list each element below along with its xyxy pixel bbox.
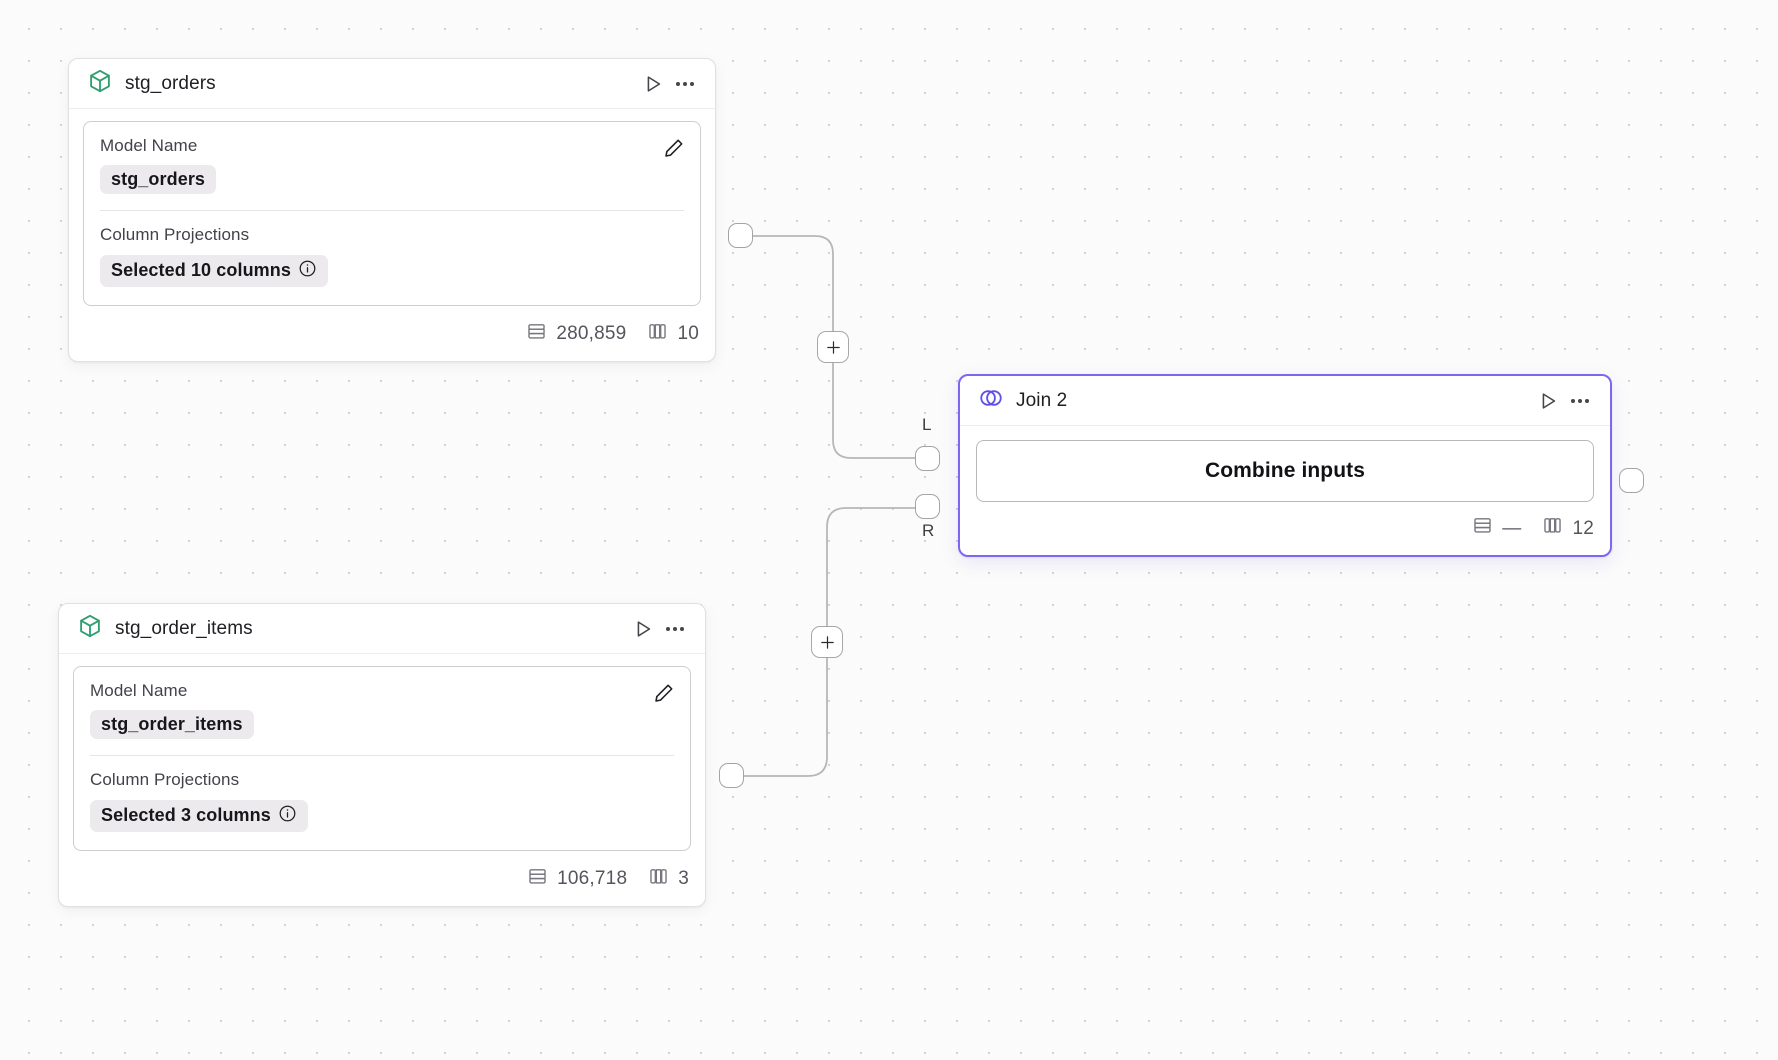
combine-inputs-label: Combine inputs	[1204, 459, 1366, 482]
more-options-icon[interactable]	[671, 70, 699, 98]
columns-icon	[647, 321, 668, 348]
node-header: stg_order_items	[59, 604, 705, 654]
row-count-value: —	[1502, 517, 1522, 539]
node-header: Join 2	[960, 376, 1610, 426]
node-stg-order-items[interactable]: stg_order_items Model Name s	[58, 603, 706, 907]
chip-text: Selected 3 columns	[101, 805, 271, 826]
run-icon[interactable]	[629, 615, 657, 643]
node-header: stg_orders	[69, 59, 715, 109]
more-options-icon[interactable]	[661, 615, 689, 643]
model-name-label: Model Name	[90, 681, 188, 700]
model-config-card: Model Name stg_orders Column Projections…	[83, 121, 701, 306]
run-icon[interactable]	[1534, 387, 1562, 415]
node-footer: 106,718 3	[59, 857, 705, 906]
chip-text: stg_order_items	[101, 714, 243, 735]
node-footer: — 12	[960, 506, 1610, 555]
column-count-stat: 12	[1542, 515, 1594, 542]
model-name-value[interactable]: stg_order_items	[90, 710, 254, 740]
output-port-stg-order-items[interactable]	[719, 763, 744, 788]
input-port-left-label: L	[922, 415, 932, 434]
model-config-card: Model Name stg_order_items Column Projec…	[73, 666, 691, 851]
divider	[90, 755, 674, 757]
input-port-join-left[interactable]	[915, 446, 940, 471]
divider	[100, 210, 684, 212]
column-count-value: 3	[678, 868, 689, 890]
row-count-value: 280,859	[556, 323, 627, 345]
node-body: Model Name stg_orders Column Projections…	[69, 109, 715, 312]
node-title: stg_order_items	[115, 617, 253, 639]
column-count-stat: 3	[648, 866, 689, 893]
model-name-value[interactable]: stg_orders	[100, 165, 217, 195]
rows-icon	[527, 866, 548, 893]
row-count-stat: —	[1472, 515, 1521, 542]
input-port-right-label: R	[922, 521, 935, 540]
add-node-on-edge-right[interactable]	[811, 626, 843, 658]
column-count-value: 12	[1572, 517, 1594, 539]
rows-icon	[1472, 515, 1493, 542]
chip-text: Selected 10 columns	[111, 260, 291, 281]
node-join-2[interactable]: Join 2 Combine inputs	[958, 374, 1612, 557]
column-projections-label: Column Projections	[90, 770, 240, 790]
chip-text: stg_orders	[111, 169, 206, 190]
combine-inputs-button[interactable]: Combine inputs	[976, 440, 1594, 502]
column-count-stat: 10	[647, 321, 699, 348]
node-title: stg_orders	[125, 72, 216, 94]
add-node-on-edge-left[interactable]	[817, 331, 849, 363]
column-projections-value[interactable]: Selected 10 columns	[100, 254, 328, 287]
node-footer: 280,859 10	[69, 312, 715, 361]
column-count-value: 10	[677, 323, 699, 345]
info-icon[interactable]	[298, 259, 317, 283]
cube-icon	[87, 68, 113, 99]
input-port-join-right[interactable]	[915, 494, 940, 519]
node-title: Join 2	[1016, 389, 1068, 411]
edit-pencil-icon[interactable]	[660, 134, 688, 162]
edit-pencil-icon[interactable]	[650, 679, 678, 707]
node-stg-orders[interactable]: stg_orders Model Name stg_or	[68, 58, 716, 362]
output-port-join-2[interactable]	[1619, 468, 1644, 493]
model-name-label: Model Name	[100, 136, 198, 155]
columns-icon	[1542, 515, 1563, 542]
more-options-icon[interactable]	[1566, 387, 1594, 415]
column-projections-value[interactable]: Selected 3 columns	[90, 799, 308, 832]
column-projections-label: Column Projections	[100, 225, 250, 245]
row-count-value: 106,718	[557, 868, 628, 890]
row-count-stat: 280,859	[526, 321, 626, 348]
columns-icon	[648, 866, 669, 893]
join-venn-icon	[978, 385, 1004, 416]
cube-icon	[77, 613, 103, 644]
output-port-stg-orders[interactable]	[728, 223, 753, 248]
row-count-stat: 106,718	[527, 866, 627, 893]
node-body: Model Name stg_order_items Column Projec…	[59, 654, 705, 857]
run-icon[interactable]	[639, 70, 667, 98]
rows-icon	[526, 321, 547, 348]
info-icon[interactable]	[278, 804, 297, 828]
